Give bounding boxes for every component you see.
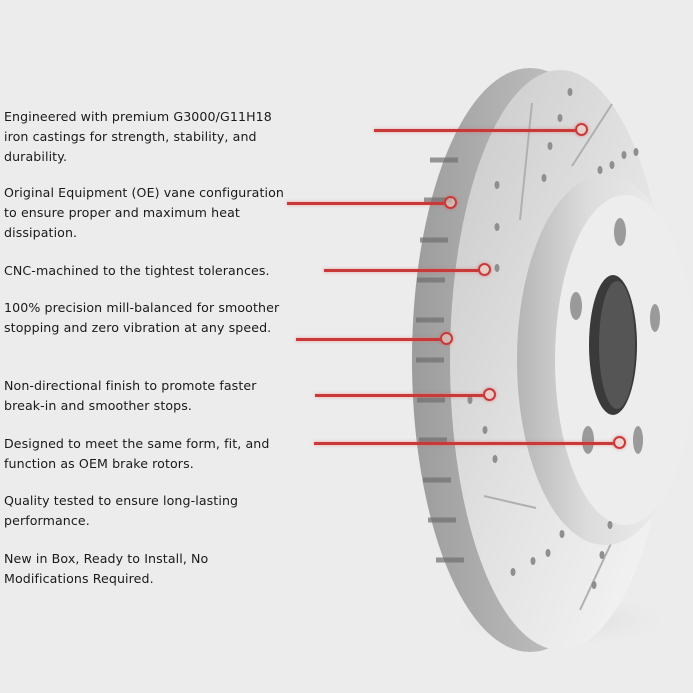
feature-item: CNC-machined to the tightest tolerances. bbox=[4, 263, 270, 278]
callout-line bbox=[374, 128, 577, 132]
feature-item: Engineered with premium G3000/G11H18 iro… bbox=[4, 109, 272, 164]
feature-item: Quality tested to ensure long-lasting pe… bbox=[4, 493, 239, 528]
callout-line bbox=[324, 268, 480, 272]
feature-item: 100% precision mill-balanced for smoothe… bbox=[4, 300, 280, 335]
callout-dot-icon bbox=[613, 436, 626, 449]
callout-dot-icon bbox=[483, 388, 496, 401]
callout-dot-icon bbox=[478, 263, 491, 276]
callout-dot-icon bbox=[444, 196, 457, 209]
callout-line bbox=[315, 393, 485, 397]
callout-line bbox=[287, 201, 446, 205]
feature-item: Designed to meet the same form, fit, and… bbox=[4, 436, 270, 471]
feature-item: New in Box, Ready to Install, No Modific… bbox=[4, 551, 209, 586]
callout-dot-icon bbox=[575, 123, 588, 136]
callout-line bbox=[296, 337, 442, 341]
callout-dot-icon bbox=[440, 332, 453, 345]
feature-item: Original Equipment (OE) vane configurati… bbox=[4, 185, 284, 240]
feature-item: Non-directional finish to promote faster… bbox=[4, 378, 257, 413]
callout-line bbox=[314, 441, 615, 445]
